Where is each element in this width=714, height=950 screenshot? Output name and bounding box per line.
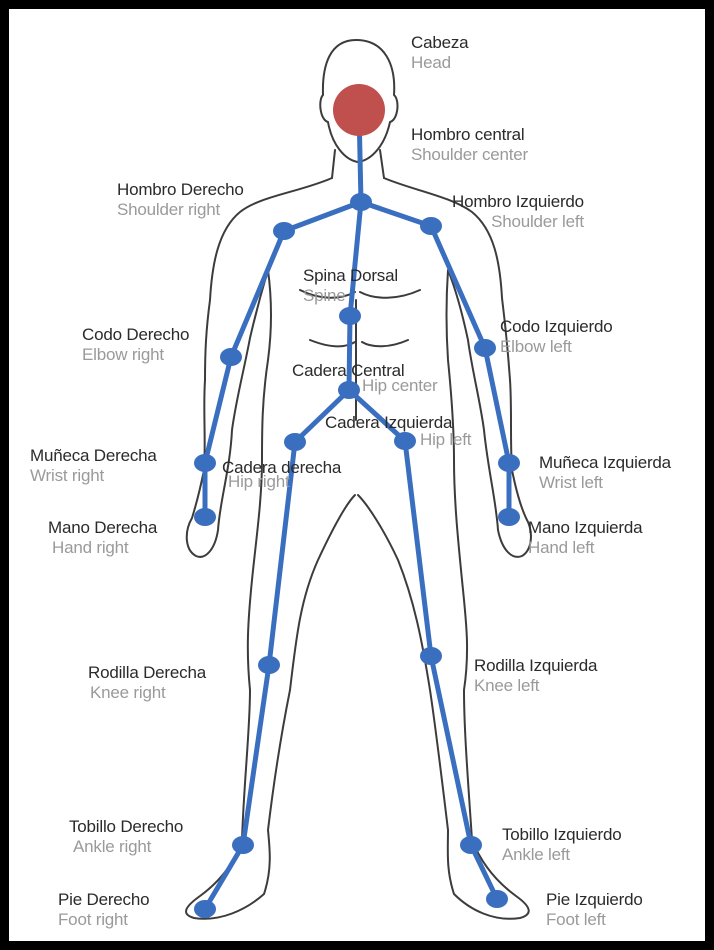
joint-wrist-right	[194, 454, 216, 472]
label-elbow-left-en: Elbow left	[500, 337, 613, 357]
label-shoulder-center-en: Shoulder center	[411, 145, 528, 165]
label-ankle-left-en: Ankle left	[502, 845, 621, 865]
label-elbow-right-en: Elbow right	[82, 345, 189, 365]
bone-elbow-left-to-wrist-left	[485, 348, 509, 463]
label-shoulder-left-en: Shoulder left	[452, 212, 584, 232]
label-head: Cabeza Head	[411, 33, 468, 73]
label-shoulder-center: Hombro central Shoulder center	[411, 125, 528, 165]
label-shoulder-left: Hombro Izquierdo Shoulder left	[452, 192, 584, 232]
label-ankle-right: Tobillo Derecho Ankle right	[69, 817, 183, 857]
label-foot-left: Pie Izquierdo Foot left	[546, 890, 643, 930]
label-spine-en: Spine	[303, 286, 398, 306]
joint-knee-right	[258, 656, 280, 674]
label-shoulder-center-es: Hombro central	[411, 125, 528, 145]
label-wrist-left-en: Wrist left	[539, 473, 671, 493]
label-wrist-left: Muñeca Izquierda Wrist left	[539, 453, 671, 493]
label-foot-right-es: Pie Derecho	[58, 890, 149, 910]
label-hip-left: Cadera Izquierda Hip left	[325, 413, 471, 450]
joint-elbow-right	[220, 348, 242, 366]
joint-shoulder-right	[273, 222, 295, 240]
joint-knee-left	[420, 647, 442, 665]
label-knee-left-es: Rodilla Izquierda	[474, 656, 597, 676]
label-wrist-right-en: Wrist right	[30, 466, 157, 486]
bone-ankle-right-to-foot-right	[205, 845, 243, 909]
label-knee-left-en: Knee left	[474, 676, 597, 696]
bone-shoulder-center-to-shoulder-left	[361, 202, 431, 226]
label-wrist-left-es: Muñeca Izquierda	[539, 453, 671, 473]
joint-wrist-left	[498, 454, 520, 472]
label-head-en: Head	[411, 53, 468, 73]
label-head-es: Cabeza	[411, 33, 468, 53]
label-shoulder-left-es: Hombro Izquierdo	[452, 192, 584, 212]
label-shoulder-right: Hombro Derecho Shoulder right	[117, 180, 244, 220]
label-spine-es: Spina Dorsal	[303, 266, 398, 286]
joint-ankle-left	[460, 836, 482, 854]
label-foot-right-en: Foot right	[58, 910, 149, 930]
label-elbow-right-es: Codo Derecho	[82, 325, 189, 345]
label-foot-right: Pie Derecho Foot right	[58, 890, 149, 930]
label-foot-left-es: Pie Izquierdo	[546, 890, 643, 910]
bone-shoulder-left-to-elbow-left	[431, 226, 485, 348]
label-knee-right: Rodilla Derecha Knee right	[88, 663, 206, 703]
joint-elbow-left	[474, 339, 496, 357]
joint-shoulder-center	[350, 193, 372, 211]
joint-foot-right	[194, 900, 216, 918]
label-hip-center: Cadera Central Hip center	[292, 361, 437, 396]
label-hip-left-en: Hip left	[325, 430, 471, 450]
label-wrist-right: Muñeca Derecha Wrist right	[30, 446, 157, 486]
label-hand-left-en: Hand left	[528, 538, 642, 558]
label-ankle-left-es: Tobillo Izquierdo	[502, 825, 621, 845]
joint-hip-right	[284, 433, 306, 451]
label-wrist-right-es: Muñeca Derecha	[30, 446, 157, 466]
label-ankle-right-es: Tobillo Derecho	[69, 817, 183, 837]
bone-elbow-right-to-wrist-right	[205, 357, 231, 463]
joint-shoulder-left	[420, 217, 442, 235]
label-spine: Spina Dorsal Spine	[303, 266, 398, 306]
bone-shoulder-right-to-elbow-right	[231, 231, 284, 357]
label-foot-left-en: Foot left	[546, 910, 643, 930]
bone-shoulder-center-to-shoulder-right	[284, 202, 361, 231]
joint-hand-right	[194, 508, 216, 526]
label-knee-right-en: Knee right	[88, 683, 206, 703]
label-shoulder-right-es: Hombro Derecho	[117, 180, 244, 200]
joint-head	[333, 84, 385, 136]
label-hip-right: Cadera derecha Hip right	[222, 458, 341, 492]
joint-foot-left	[486, 890, 508, 908]
label-hand-right-en: Hand right	[48, 538, 157, 558]
label-hand-right-es: Mano Derecha	[48, 518, 157, 538]
label-ankle-right-en: Ankle right	[69, 837, 183, 857]
label-elbow-left-es: Codo Izquierdo	[500, 317, 613, 337]
label-elbow-left: Codo Izquierdo Elbow left	[500, 317, 613, 357]
label-hand-left: Mano Izquierda Hand left	[528, 518, 642, 558]
joint-ankle-right	[232, 836, 254, 854]
joint-hand-left	[498, 508, 520, 526]
label-knee-left: Rodilla Izquierda Knee left	[474, 656, 597, 696]
label-shoulder-right-en: Shoulder right	[117, 200, 244, 220]
label-hand-left-es: Mano Izquierda	[528, 518, 642, 538]
label-hand-right: Mano Derecha Hand right	[48, 518, 157, 558]
label-ankle-left: Tobillo Izquierdo Ankle left	[502, 825, 621, 865]
joint-spine	[339, 307, 361, 325]
label-elbow-right: Codo Derecho Elbow right	[82, 325, 189, 365]
label-knee-right-es: Rodilla Derecha	[88, 663, 206, 683]
